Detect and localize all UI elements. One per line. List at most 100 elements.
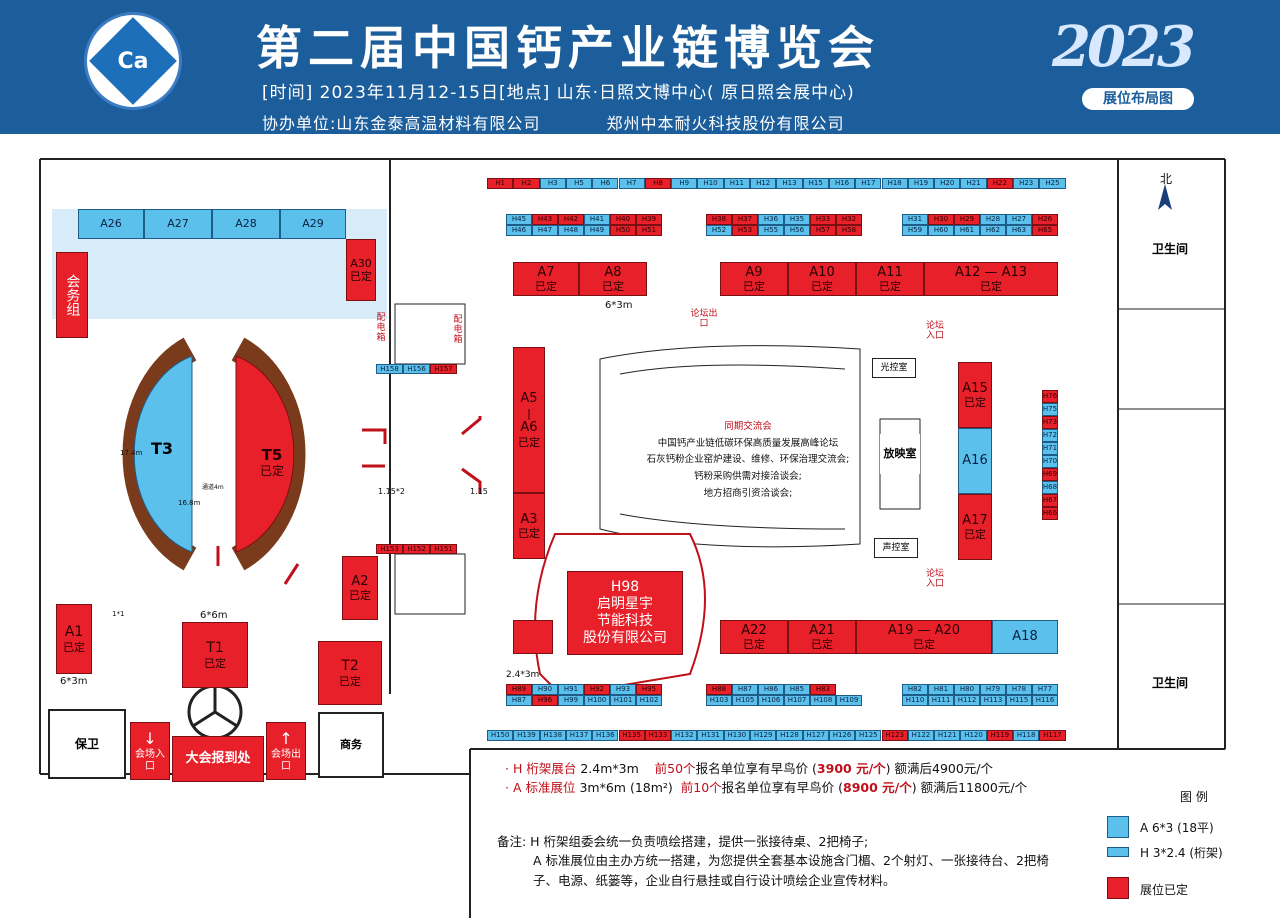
h-booth-h40[interactable]: H40 xyxy=(610,214,636,225)
h-booth-h151[interactable]: H151 xyxy=(430,544,457,554)
h-booth-h23[interactable]: H23 xyxy=(1013,178,1040,189)
h-booth-h136[interactable]: H136 xyxy=(592,730,619,741)
h-booth-h138[interactable]: H138 xyxy=(539,730,566,741)
h-booth-h80[interactable]: H80 xyxy=(954,684,980,695)
h-booth-h3[interactable]: H3 xyxy=(539,178,566,189)
h-booth-h65[interactable]: H65 xyxy=(1032,225,1058,236)
h-booth-h152[interactable]: H152 xyxy=(403,544,430,554)
h-booth-h20[interactable]: H20 xyxy=(934,178,961,189)
h-booth-h107[interactable]: H107 xyxy=(784,695,810,706)
h-booth-h2[interactable]: H2 xyxy=(513,178,540,189)
h-booth-h66[interactable]: H66 xyxy=(1042,507,1058,520)
h-booth-h91[interactable]: H91 xyxy=(558,684,584,695)
h-booth-h37[interactable]: H37 xyxy=(732,214,758,225)
h-booth-h72[interactable]: H72 xyxy=(1042,429,1058,442)
h-booth-h129[interactable]: H129 xyxy=(750,730,777,741)
h-booth-h56[interactable]: H56 xyxy=(784,225,810,236)
h-booth-h68[interactable]: H68 xyxy=(1042,481,1058,494)
h-booth-h49[interactable]: H49 xyxy=(584,225,610,236)
h-booth-h76[interactable]: H76 xyxy=(1042,390,1058,403)
h-booth-h42[interactable]: H42 xyxy=(558,214,584,225)
callout-booth-h98[interactable]: H98 启明星宇 节能科技 股份有限公司 xyxy=(567,571,683,655)
h-booth-h82[interactable]: H82 xyxy=(902,684,928,695)
h-booth-h126[interactable]: H126 xyxy=(828,730,856,741)
h-booth-h18[interactable]: H18 xyxy=(881,178,908,189)
registration-desk[interactable]: 大会报到处 xyxy=(172,736,264,782)
h-booth-h60[interactable]: H60 xyxy=(928,225,954,236)
h-booth-h11[interactable]: H11 xyxy=(723,178,750,189)
h-booth-h133[interactable]: H133 xyxy=(644,730,672,741)
h-booth-h111[interactable]: H111 xyxy=(928,695,954,706)
h-booth-h79[interactable]: H79 xyxy=(980,684,1006,695)
h-booth-h75[interactable]: H75 xyxy=(1042,403,1058,416)
h-booth-h38[interactable]: H38 xyxy=(706,214,732,225)
h-booth-h21[interactable]: H21 xyxy=(960,178,987,189)
exit-gate[interactable]: ↑会场出口 xyxy=(266,722,306,780)
h-booth-h70[interactable]: H70 xyxy=(1042,455,1058,468)
h-booth-h100[interactable]: H100 xyxy=(584,695,610,706)
h-booth-h10[interactable]: H10 xyxy=(697,178,724,189)
h-booth-h58[interactable]: H58 xyxy=(836,225,862,236)
h-booth-h32[interactable]: H32 xyxy=(836,214,862,225)
h-booth-h153[interactable]: H153 xyxy=(376,544,403,554)
h-booth-h93[interactable]: H93 xyxy=(610,684,636,695)
h-booth-h33[interactable]: H33 xyxy=(810,214,836,225)
entry-gate[interactable]: ↓会场入口 xyxy=(130,722,170,780)
h-booth-h17[interactable]: H17 xyxy=(855,178,882,189)
h-booth-h85[interactable]: H85 xyxy=(784,684,810,695)
h-booth-h55[interactable]: H55 xyxy=(758,225,784,236)
h-booth-h61[interactable]: H61 xyxy=(954,225,980,236)
h-booth-h25[interactable]: H25 xyxy=(1039,178,1066,189)
h-booth-h52[interactable]: H52 xyxy=(706,225,732,236)
h-booth-h120[interactable]: H120 xyxy=(960,730,987,741)
h-booth-h116[interactable]: H116 xyxy=(1032,695,1058,706)
h-booth-h27[interactable]: H27 xyxy=(1006,214,1032,225)
booth-a16[interactable]: A16 xyxy=(958,428,992,494)
h-booth-h108[interactable]: H108 xyxy=(810,695,836,706)
h-booth-h139[interactable]: H139 xyxy=(513,730,540,741)
h-booth-h51[interactable]: H51 xyxy=(636,225,662,236)
h-booth-h9[interactable]: H9 xyxy=(671,178,698,189)
h-booth-h88[interactable]: H88 xyxy=(706,684,732,695)
h-booth-h19[interactable]: H19 xyxy=(907,178,935,189)
h-booth-h39[interactable]: H39 xyxy=(636,214,662,225)
h-booth-h113[interactable]: H113 xyxy=(980,695,1006,706)
h-booth-h96[interactable]: H96 xyxy=(532,695,558,706)
h-booth-h123[interactable]: H123 xyxy=(881,730,908,741)
h-booth-h122[interactable]: H122 xyxy=(907,730,935,741)
booth-a28[interactable]: A28 xyxy=(212,209,280,239)
h-booth-h13[interactable]: H13 xyxy=(776,178,803,189)
h-booth-h87[interactable]: H87 xyxy=(732,684,758,695)
h-booth-h1[interactable]: H1 xyxy=(487,178,514,189)
h-booth-h125[interactable]: H125 xyxy=(855,730,882,741)
h-booth-h132[interactable]: H132 xyxy=(671,730,698,741)
h-booth-h128[interactable]: H128 xyxy=(776,730,803,741)
h-booth-h92[interactable]: H92 xyxy=(584,684,610,695)
h-booth-h131[interactable]: H131 xyxy=(697,730,724,741)
h-booth-h90[interactable]: H90 xyxy=(532,684,558,695)
h-booth-h67[interactable]: H67 xyxy=(1042,494,1058,507)
h-booth-h45[interactable]: H45 xyxy=(506,214,532,225)
h-booth-h43[interactable]: H43 xyxy=(532,214,558,225)
h-booth-h31[interactable]: H31 xyxy=(902,214,928,225)
h-booth-h83[interactable]: H83 xyxy=(810,684,836,695)
h-booth-h15[interactable]: H15 xyxy=(802,178,829,189)
h-booth-h5[interactable]: H5 xyxy=(565,178,593,189)
h-booth-h73[interactable]: H73 xyxy=(1042,416,1058,429)
h-booth-h50[interactable]: H50 xyxy=(610,225,636,236)
h-booth-h118[interactable]: H118 xyxy=(1013,730,1040,741)
h-booth-h7[interactable]: H7 xyxy=(618,178,645,189)
h-booth-h22[interactable]: H22 xyxy=(986,178,1013,189)
